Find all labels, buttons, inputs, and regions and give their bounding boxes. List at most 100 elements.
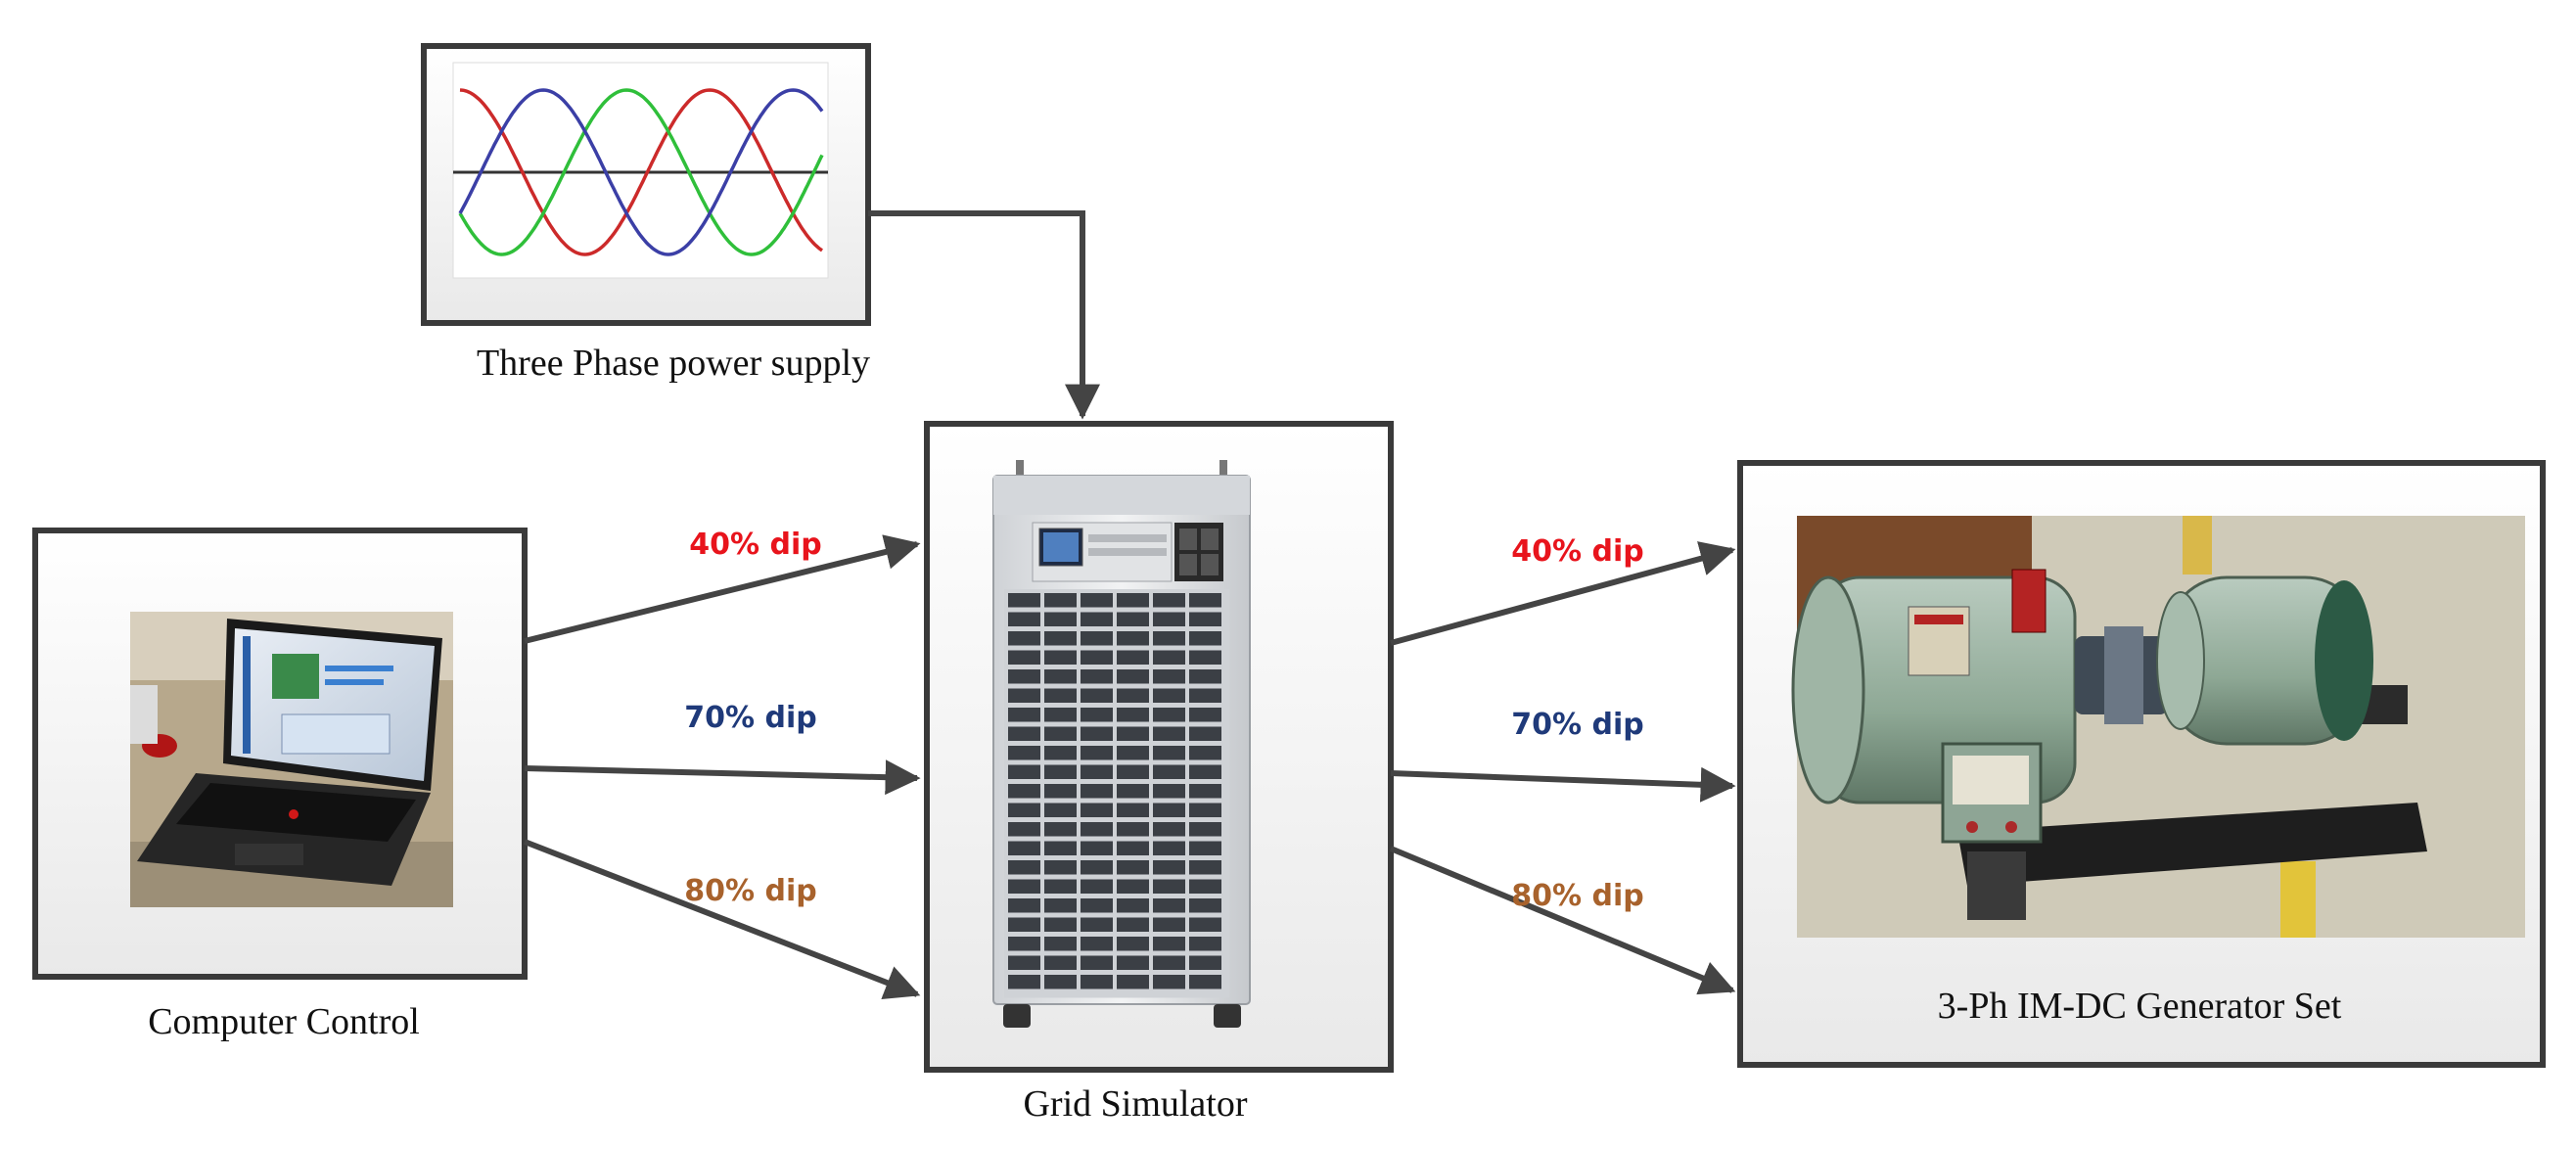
left-dip-70-label: 70% dip — [684, 701, 816, 735]
vent-slot — [1153, 726, 1185, 741]
right-dip-70-label: 70% dip — [1511, 708, 1643, 742]
laptop-icon — [130, 612, 453, 907]
vent-slot — [1153, 650, 1185, 665]
vent-slot — [1117, 708, 1149, 722]
vent-slot — [1117, 898, 1149, 913]
vent-slot — [1008, 860, 1040, 875]
generator-set-block: 3-Ph IM-DC Generator Set — [1737, 460, 2546, 1068]
vent-slot — [1189, 955, 1221, 970]
vent-slot — [1008, 803, 1040, 817]
supply-caption: Three Phase power supply — [477, 343, 870, 384]
vent-slot — [1044, 650, 1077, 665]
vent-slot — [1044, 612, 1077, 626]
vent-slot — [1117, 593, 1149, 608]
vent-slot — [1189, 879, 1221, 894]
vent-slot — [1008, 746, 1040, 760]
vent-slot — [1081, 650, 1113, 665]
vent-slot — [1008, 688, 1040, 703]
vent-slot — [1044, 937, 1077, 951]
vent-slot — [1008, 593, 1040, 608]
simulator-to-generator-arrow-40 — [1390, 541, 1736, 646]
vent-slot — [1081, 879, 1113, 894]
vent-slot — [1189, 631, 1221, 646]
vent-slot — [1044, 669, 1077, 684]
vent-slot — [1189, 669, 1221, 684]
vent-slot — [1189, 784, 1221, 799]
vent-slot — [1081, 784, 1113, 799]
vent-slot — [1117, 822, 1149, 837]
vent-slot — [1189, 688, 1221, 703]
vent-slot — [1008, 650, 1040, 665]
left-dip-40-label: 40% dip — [689, 528, 821, 562]
simulator-vent-grid — [1004, 589, 1229, 998]
vent-slot — [1153, 917, 1185, 932]
vent-slot — [1008, 879, 1040, 894]
supply-to-simulator-arrow — [868, 210, 1100, 420]
vent-slot — [1117, 784, 1149, 799]
vent-slot — [1189, 822, 1221, 837]
three-phase-waves-icon — [452, 62, 829, 279]
dip-labels: 40% dip 70% dip 80% dip 40% dip 70% dip … — [684, 528, 1643, 913]
vent-slot — [1189, 708, 1221, 722]
vent-slot — [1153, 860, 1185, 875]
vent-slot — [1044, 708, 1077, 722]
vent-slot — [1081, 726, 1113, 741]
vent-slot — [1189, 803, 1221, 817]
vent-slot — [1044, 898, 1077, 913]
computer-caption: Computer Control — [148, 1001, 420, 1042]
vent-slot — [1189, 593, 1221, 608]
vent-slot — [1081, 917, 1113, 932]
vent-slot — [1008, 841, 1040, 855]
simulator-to-generator-arrow-80 — [1389, 846, 1736, 995]
vent-slot — [1153, 803, 1185, 817]
vent-slot — [1117, 650, 1149, 665]
vent-slot — [1153, 955, 1185, 970]
vent-slot — [1008, 764, 1040, 779]
vent-slot — [1081, 975, 1113, 989]
right-dip-40-label: 40% dip — [1511, 534, 1643, 569]
vent-slot — [1044, 955, 1077, 970]
vent-slot — [1081, 955, 1113, 970]
right-dip-80-label: 80% dip — [1511, 879, 1643, 913]
vent-slot — [1153, 822, 1185, 837]
vent-slot — [1081, 898, 1113, 913]
vent-slot — [1117, 631, 1149, 646]
vent-slot — [1117, 975, 1149, 989]
vent-slot — [1008, 937, 1040, 951]
vent-slot — [1117, 726, 1149, 741]
vent-slot — [1117, 688, 1149, 703]
motor-generator-icon — [1791, 516, 2525, 938]
generator-caption: 3-Ph IM-DC Generator Set — [1938, 986, 2342, 1027]
vent-slot — [1117, 917, 1149, 932]
vent-slot — [1153, 784, 1185, 799]
vent-slot — [1081, 593, 1113, 608]
vent-slot — [1117, 841, 1149, 855]
vent-slot — [1081, 612, 1113, 626]
vent-slot — [1044, 764, 1077, 779]
vent-slot — [1117, 764, 1149, 779]
phase-b-wave — [458, 88, 824, 256]
vent-slot — [1189, 917, 1221, 932]
vent-slot — [1044, 688, 1077, 703]
phase-c-wave — [458, 88, 824, 256]
vent-slot — [1117, 955, 1149, 970]
vent-slot — [1008, 708, 1040, 722]
simulator-to-generator-arrow-70 — [1390, 766, 1736, 803]
vent-slot — [1117, 669, 1149, 684]
vent-slot — [1008, 612, 1040, 626]
vent-slot — [1153, 631, 1185, 646]
vent-slot — [1081, 822, 1113, 837]
vent-slot — [1081, 669, 1113, 684]
arrows — [523, 210, 1736, 1000]
vent-slot — [1044, 860, 1077, 875]
vent-slot — [1044, 784, 1077, 799]
vent-slot — [1044, 631, 1077, 646]
phase-a-wave — [459, 88, 823, 256]
vent-slot — [1189, 650, 1221, 665]
vent-slot — [1081, 803, 1113, 817]
vent-slot — [1008, 975, 1040, 989]
vent-slot — [1044, 841, 1077, 855]
vent-slot — [1189, 937, 1221, 951]
vent-slot — [1189, 764, 1221, 779]
